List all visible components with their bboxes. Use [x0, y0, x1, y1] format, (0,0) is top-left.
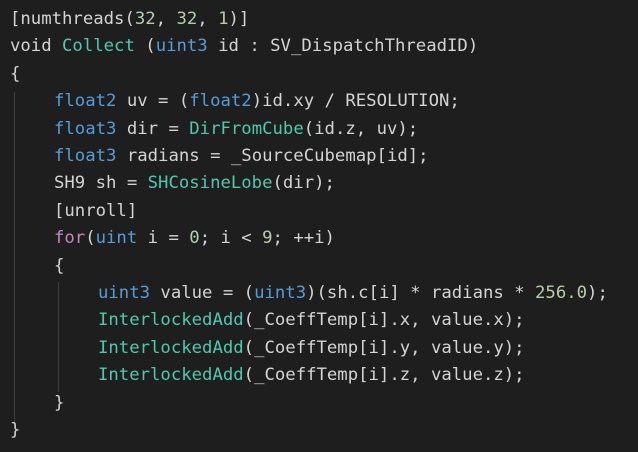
- code-token: 1: [218, 9, 229, 29]
- code-line[interactable]: for(uint i = 0; i < 9; ++i): [54, 225, 335, 252]
- code-token: Collect: [62, 36, 135, 57]
- code-line[interactable]: InterlockedAdd(_CoeffTemp[i].z, value.z)…: [98, 362, 525, 389]
- code-token: [: [10, 9, 21, 29]
- code-line[interactable]: [unroll]: [54, 198, 137, 225]
- code-token: (: [124, 9, 135, 29]
- code-token: (_CoeffTemp[i].z, value.z);: [243, 365, 525, 386]
- code-token: uv = (: [116, 91, 190, 112]
- code-token: ; ++i): [272, 228, 335, 249]
- code-token: radians = _SourceCubemap[id];: [116, 146, 429, 166]
- code-token: i =: [137, 228, 190, 249]
- code-token: SH9 sh =: [54, 173, 148, 194]
- code-token: [unroll]: [54, 200, 138, 221]
- code-token: id : SV_DispatchThreadID): [207, 36, 479, 57]
- indent-guide-inner: [58, 282, 59, 392]
- code-line[interactable]: float2 uv = (float2)id.xy / RESOLUTION;: [54, 88, 460, 115]
- code-token: numthreads: [20, 9, 125, 29]
- code-token: ,: [155, 9, 177, 29]
- code-token: {: [54, 255, 65, 276]
- code-token: (id.z, uv);: [303, 118, 419, 139]
- code-token: (dir);: [272, 173, 335, 194]
- code-token: DirFromCube: [189, 118, 304, 139]
- code-line[interactable]: void Collect (uint3 id : SV_DispatchThre…: [10, 33, 478, 60]
- code-token: uint: [95, 228, 138, 249]
- code-line[interactable]: }: [10, 417, 20, 444]
- code-token: 9: [262, 228, 273, 249]
- code-line[interactable]: float3 radians = _SourceCubemap[id];: [54, 143, 429, 170]
- code-token: [52, 36, 62, 56]
- code-token: float3: [54, 146, 117, 166]
- code-line[interactable]: InterlockedAdd(_CoeffTemp[i].y, value.y)…: [98, 335, 525, 362]
- code-token: value = (: [150, 283, 255, 303]
- code-token: uint3: [155, 36, 208, 57]
- code-token: }: [54, 392, 65, 413]
- code-token: uint3: [254, 283, 307, 303]
- code-token: (_CoeffTemp[i].y, value.y);: [243, 337, 525, 358]
- code-token: )id.xy / RESOLUTION;: [251, 91, 460, 112]
- code-token: ,: [197, 9, 219, 29]
- code-token: void: [10, 36, 52, 57]
- code-token: (: [134, 36, 156, 57]
- code-token: ; i <: [199, 228, 263, 249]
- code-token: }: [10, 420, 21, 440]
- code-token: float2: [54, 91, 117, 112]
- code-token: InterlockedAdd: [98, 310, 244, 331]
- code-token: 32: [134, 9, 156, 29]
- code-token: 0: [189, 228, 200, 249]
- code-token: float2: [189, 91, 252, 112]
- code-line[interactable]: uint3 value = (uint3)(sh.c[i] * radians …: [98, 280, 608, 307]
- code-token: (: [85, 228, 96, 249]
- code-line[interactable]: {: [10, 61, 20, 88]
- code-token: dir =: [116, 118, 190, 139]
- code-token: SHCosineLobe: [147, 173, 273, 194]
- code-token: for: [54, 228, 86, 249]
- code-line[interactable]: }: [54, 390, 64, 417]
- code-token: uint3: [98, 283, 151, 303]
- code-token: (_CoeffTemp[i].x, value.x);: [243, 310, 525, 331]
- code-token: float3: [54, 118, 117, 139]
- code-line[interactable]: float3 dir = DirFromCube(id.z, uv);: [54, 116, 418, 143]
- code-token: )(sh.c[i] * radians *: [306, 283, 536, 303]
- code-token: {: [10, 63, 21, 84]
- code-token: 32: [176, 9, 198, 29]
- indent-guide-outer: [14, 92, 15, 425]
- code-line[interactable]: {: [54, 253, 64, 280]
- code-token: InterlockedAdd: [98, 365, 244, 386]
- code-line[interactable]: SH9 sh = SHCosineLobe(dir);: [54, 170, 335, 197]
- code-token: );: [587, 283, 608, 303]
- code-token: 256.0: [535, 283, 588, 303]
- code-line[interactable]: [numthreads(32, 32, 1)]: [10, 6, 249, 33]
- code-token: InterlockedAdd: [98, 337, 244, 358]
- code-line[interactable]: InterlockedAdd(_CoeffTemp[i].x, value.x)…: [98, 307, 525, 334]
- code-token: )]: [228, 9, 250, 29]
